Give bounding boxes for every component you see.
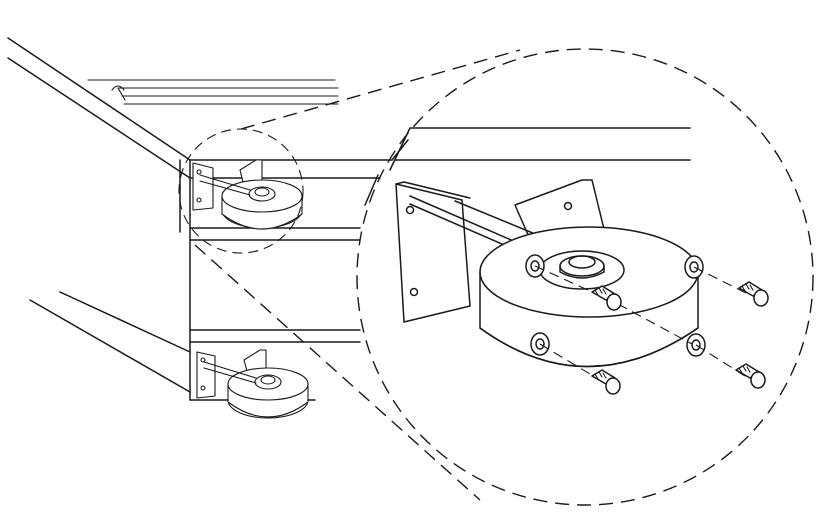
screw-3 xyxy=(591,369,621,395)
magnified-view xyxy=(356,48,814,506)
detail-callout xyxy=(178,49,521,501)
screw-1 xyxy=(591,285,622,311)
mounting-hole-top-right xyxy=(684,255,704,279)
lower-caster xyxy=(196,349,309,419)
cabinet-frame xyxy=(7,37,409,401)
screw-2 xyxy=(738,281,769,307)
upper-caster xyxy=(192,159,303,230)
screw-4 xyxy=(735,363,766,389)
